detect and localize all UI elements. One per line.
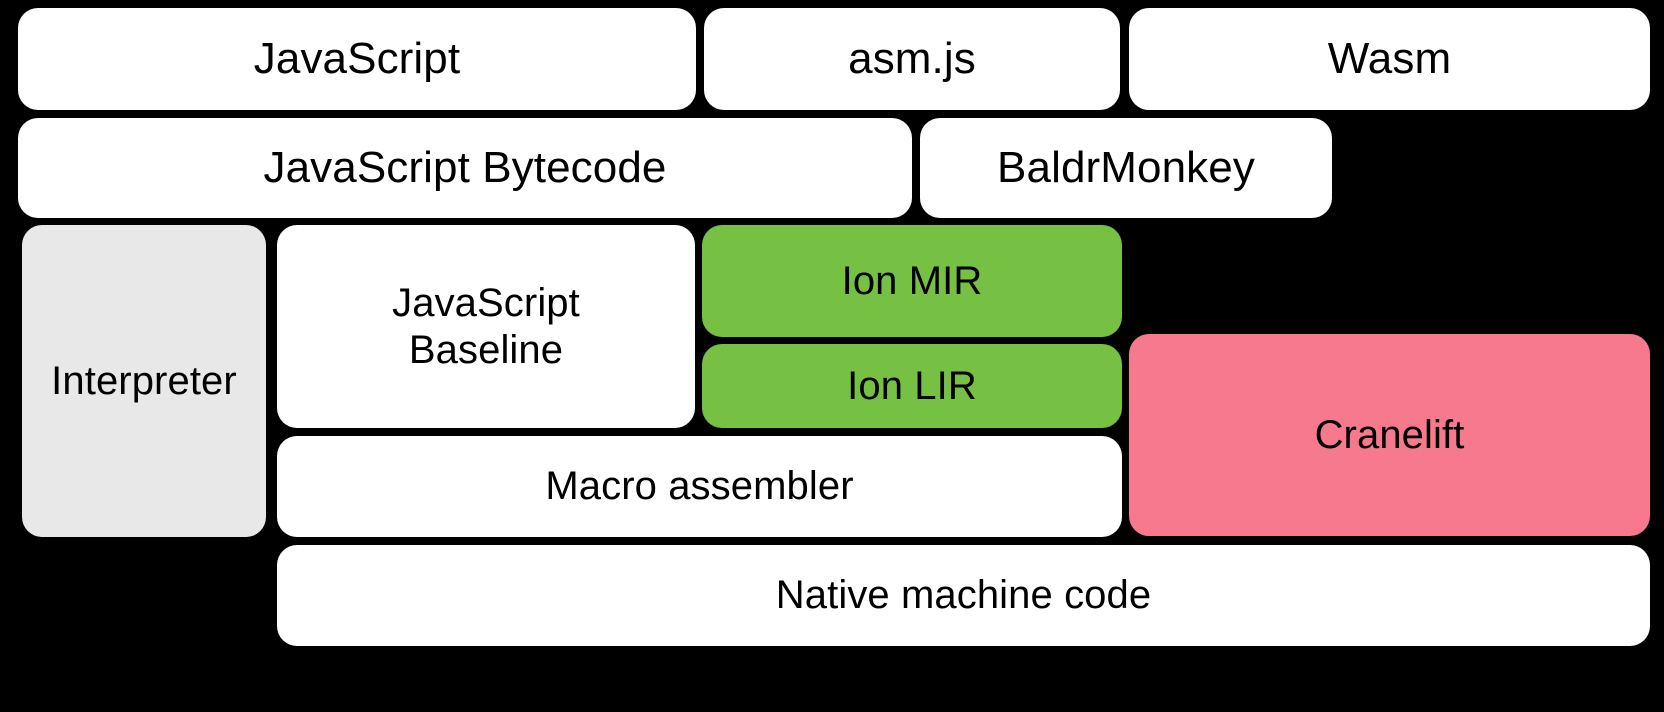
- node-javascript-baseline[interactable]: JavaScript Baseline: [277, 225, 695, 428]
- node-asm-js[interactable]: asm.js: [704, 8, 1120, 110]
- node-wasm[interactable]: Wasm: [1129, 8, 1650, 110]
- node-interpreter[interactable]: Interpreter: [22, 225, 266, 537]
- node-ion-lir[interactable]: Ion LIR: [702, 344, 1122, 428]
- node-javascript-bytecode[interactable]: JavaScript Bytecode: [18, 118, 912, 218]
- node-baldrmonkey[interactable]: BaldrMonkey: [920, 118, 1332, 218]
- node-ion-mir[interactable]: Ion MIR: [702, 225, 1122, 337]
- node-cranelift[interactable]: Cranelift: [1129, 334, 1650, 536]
- node-macro-assembler[interactable]: Macro assembler: [277, 436, 1122, 537]
- node-native-machine-code[interactable]: Native machine code: [277, 545, 1650, 646]
- node-javascript[interactable]: JavaScript: [18, 8, 696, 110]
